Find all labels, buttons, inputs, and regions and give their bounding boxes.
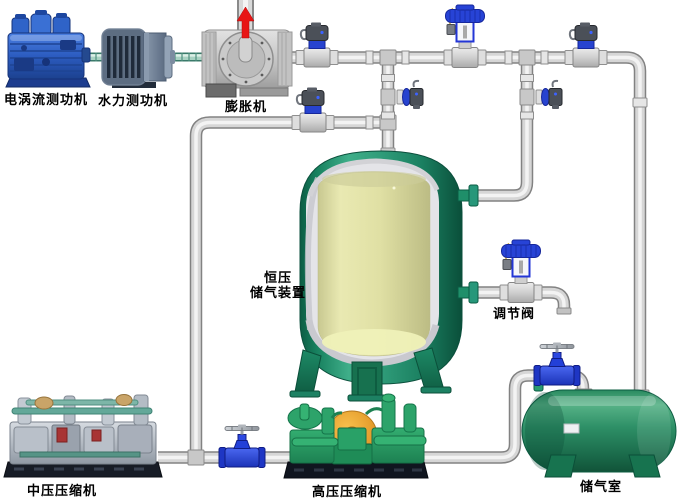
globe-valve-compressor-line bbox=[218, 424, 266, 468]
label-expander: 膨胀机 bbox=[224, 99, 267, 114]
globe-valve-storage-inlet bbox=[533, 342, 581, 386]
label-eddy-current-dynamometer: 电涡流测功机 bbox=[3, 92, 88, 107]
label-constant-pressure-tank-line1: 恒压 bbox=[263, 270, 292, 285]
piping-network bbox=[158, 0, 648, 466]
ball-valve-expander-outlet bbox=[295, 21, 339, 68]
expander-graphic bbox=[201, 29, 293, 98]
label-control-valve: 调节阀 bbox=[492, 306, 535, 321]
label-high-pressure-compressor: 高压压缩机 bbox=[311, 484, 382, 499]
control-valve-top bbox=[443, 4, 487, 69]
ball-valve-bypass-line bbox=[291, 86, 335, 133]
flow-direction-arrow bbox=[236, 6, 255, 39]
hydraulic-dynamometer-graphic bbox=[101, 28, 175, 88]
constant-pressure-tank-graphic bbox=[289, 147, 479, 402]
ball-valve-top-right bbox=[564, 21, 608, 68]
control-valve-tank-outlet bbox=[499, 239, 543, 304]
label-constant-pressure-tank: 恒压 储气装置 bbox=[236, 270, 320, 300]
label-hydraulic-dynamometer: 水力测功机 bbox=[97, 93, 168, 108]
high-pressure-compressor-graphic bbox=[283, 393, 429, 479]
gas-storage-chamber-graphic bbox=[521, 381, 677, 478]
side-valve-right-riser bbox=[535, 79, 563, 110]
tank-nozzle-lower bbox=[457, 281, 479, 304]
label-medium-pressure-compressor: 中压压缩机 bbox=[26, 483, 97, 498]
pipe-tee bbox=[187, 49, 648, 466]
label-constant-pressure-tank-line2: 储气装置 bbox=[249, 285, 306, 300]
side-valve-left-riser bbox=[396, 79, 424, 110]
eddy-current-dynamometer-graphic bbox=[5, 10, 91, 88]
label-gas-storage-chamber: 储气室 bbox=[579, 479, 622, 494]
medium-pressure-compressor-graphic bbox=[3, 394, 163, 478]
tank-nozzle-upper bbox=[457, 184, 479, 207]
